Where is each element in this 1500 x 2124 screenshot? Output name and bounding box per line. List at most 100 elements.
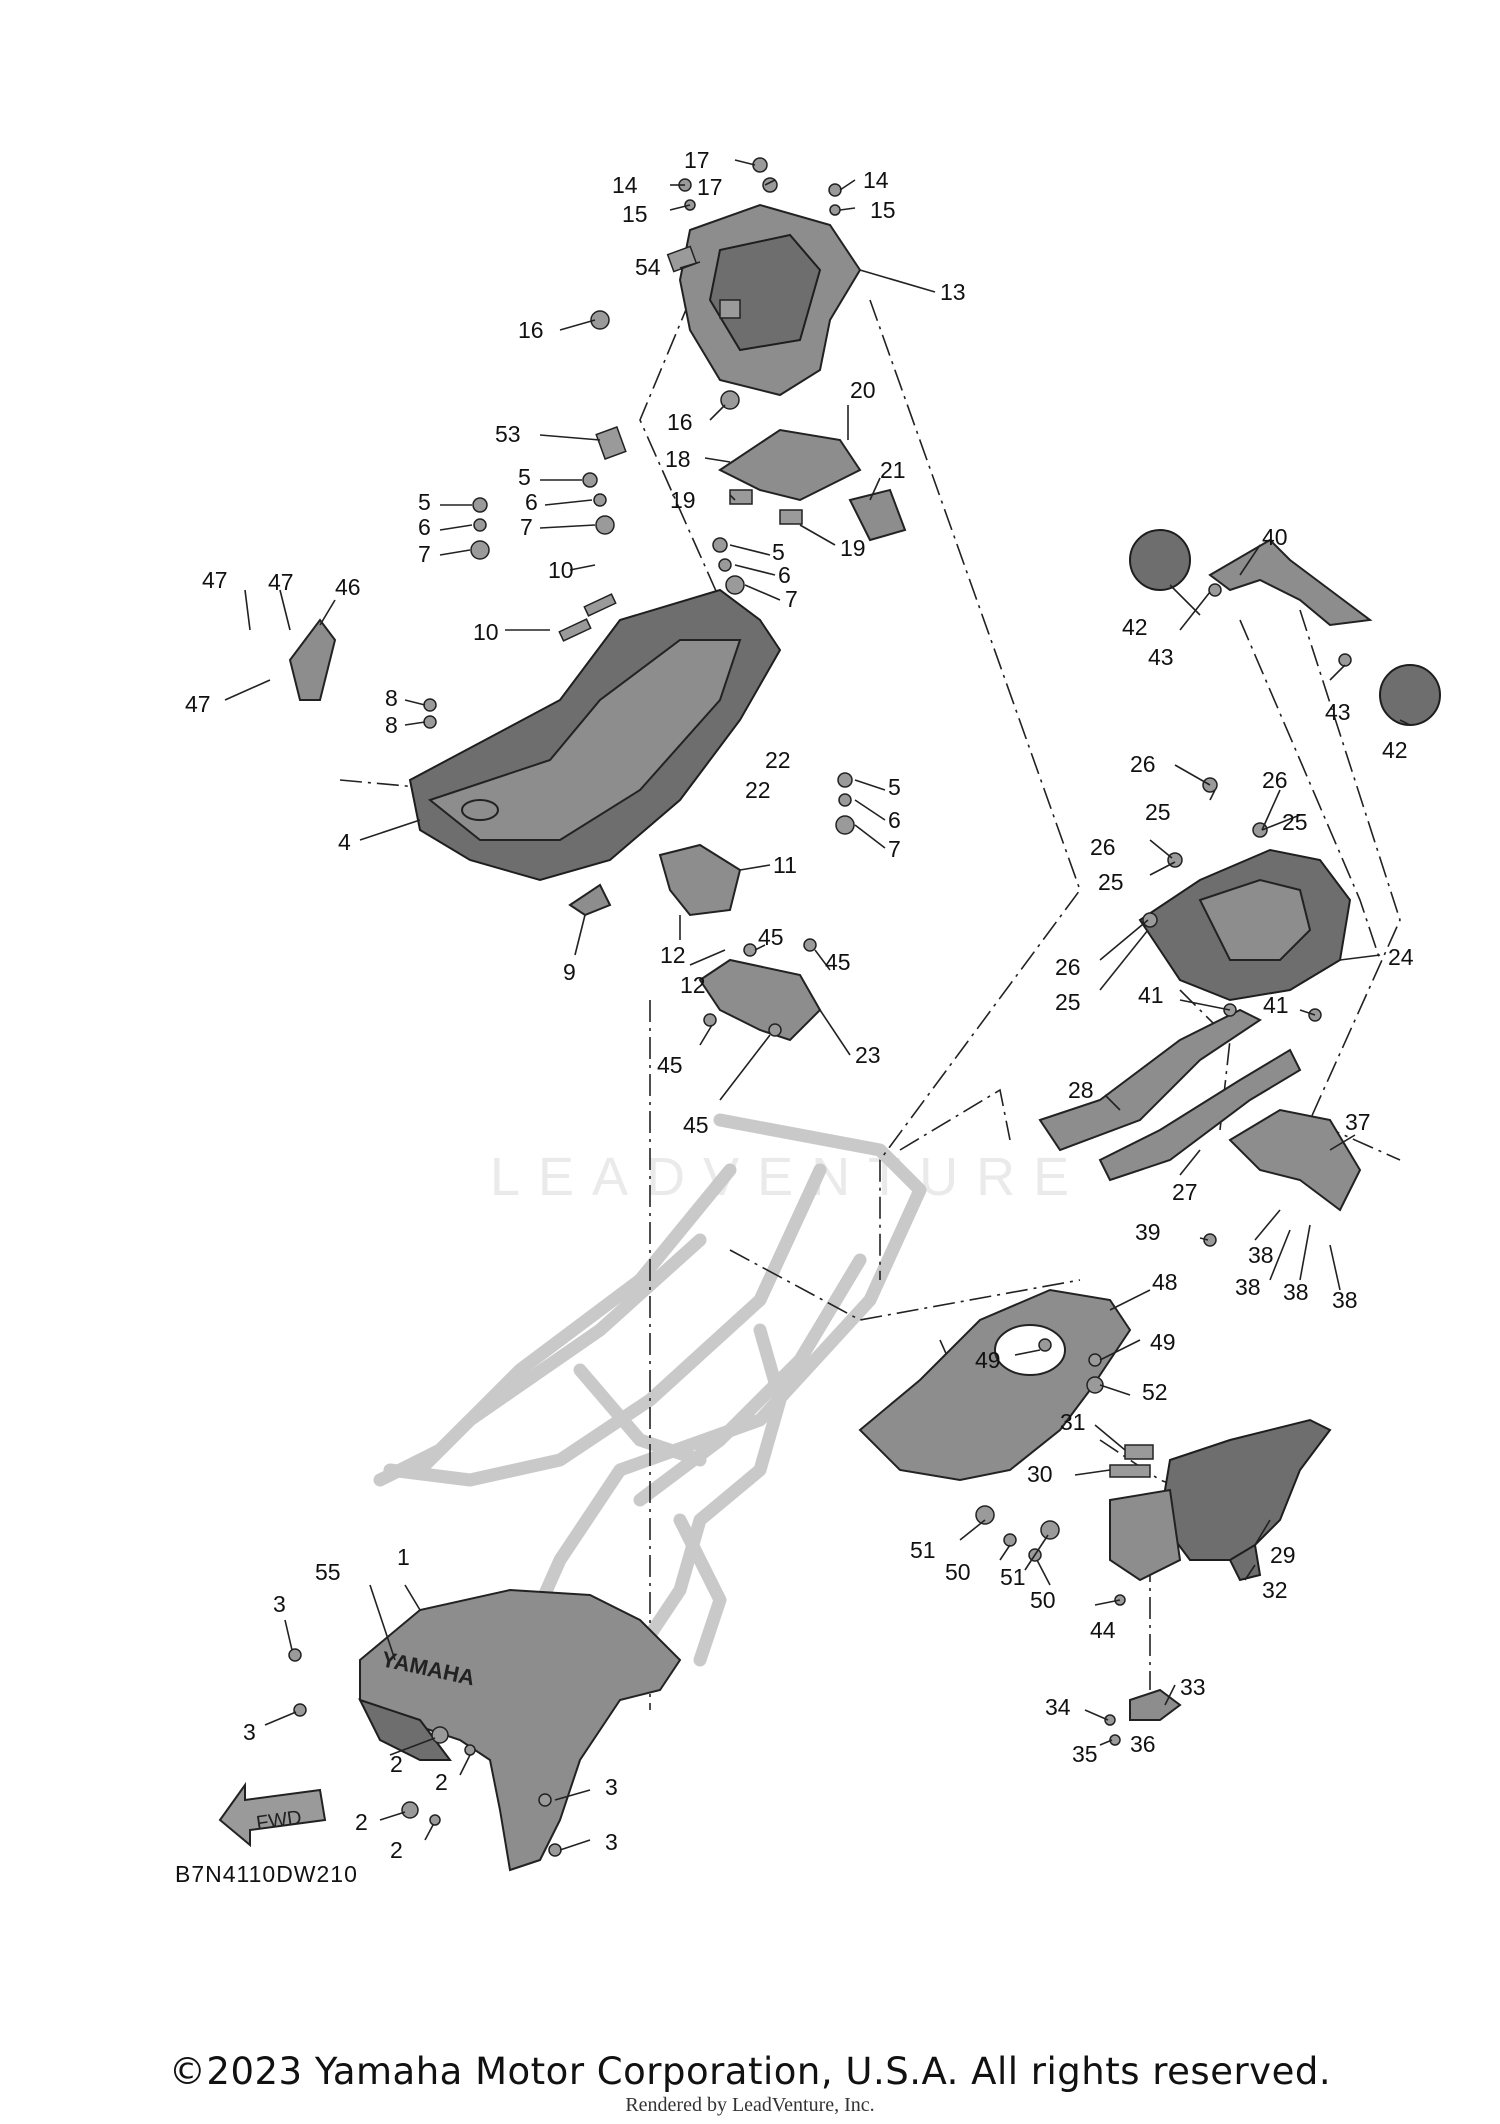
callout-3: 3: [273, 1591, 286, 1617]
callout-17: 17: [684, 147, 710, 173]
callout-20: 20: [850, 377, 876, 403]
part-29-rear-fender: [1109, 1418, 1332, 1582]
fasteners: [288, 157, 1352, 1857]
callout-5: 5: [418, 489, 431, 515]
callout-49: 49: [1150, 1329, 1176, 1355]
callout-5: 5: [888, 774, 901, 800]
watermark: LEADVENTURE: [490, 1147, 1087, 1207]
callout-41: 41: [1263, 992, 1289, 1018]
callout-45: 45: [657, 1052, 683, 1078]
callout-45: 45: [825, 949, 851, 975]
callout-45: 45: [683, 1112, 709, 1138]
part-18-plate: [718, 428, 862, 525]
callout-38: 38: [1248, 1242, 1274, 1268]
callout-11: 11: [773, 852, 797, 878]
callout-55: 55: [315, 1559, 341, 1585]
callout-25: 25: [1098, 869, 1124, 895]
callout-38: 38: [1332, 1287, 1358, 1313]
callout-7: 7: [888, 836, 901, 862]
callout-47: 47: [268, 569, 294, 595]
callout-7: 7: [520, 514, 533, 540]
callout-28: 28: [1068, 1077, 1094, 1103]
callout-38: 38: [1283, 1279, 1309, 1305]
callout-44: 44: [1090, 1617, 1116, 1643]
callout-13: 13: [940, 279, 966, 305]
callout-14: 14: [863, 167, 889, 193]
callout-3: 3: [605, 1774, 618, 1800]
callout-50: 50: [945, 1559, 971, 1585]
callout-22: 22: [745, 777, 771, 803]
callout-4: 4: [338, 829, 351, 855]
callout-5: 5: [772, 539, 785, 565]
part-13-upper-bracket: [678, 203, 862, 397]
callout-6: 6: [778, 562, 791, 588]
part-1-front-fender: YAMAHA: [358, 1588, 682, 1872]
callout-47: 47: [185, 691, 211, 717]
callout-52: 52: [1142, 1379, 1168, 1405]
callout-26: 26: [1090, 834, 1116, 860]
diagram-code: B7N4110DW210: [175, 1861, 358, 1887]
rendered-by-credit: Rendered by LeadVenture, Inc.: [625, 2094, 875, 2116]
callout-15: 15: [622, 201, 648, 227]
part-48-under-tray: [858, 1288, 1132, 1482]
callout-3: 3: [605, 1829, 618, 1855]
callout-25: 25: [1282, 809, 1308, 835]
callout-30: 30: [1027, 1461, 1053, 1487]
callout-39: 39: [1135, 1219, 1161, 1245]
callout-12: 12: [660, 942, 686, 968]
part-24-rear-cover: [1138, 848, 1352, 1002]
callout-16: 16: [518, 317, 544, 343]
callout-45: 45: [758, 924, 784, 950]
callout-31: 31: [1060, 1409, 1086, 1435]
copyright-notice: ©2023 Yamaha Motor Corporation, U.S.A. A…: [168, 2050, 1332, 2093]
callout-40: 40: [1262, 524, 1288, 550]
callout-2: 2: [390, 1751, 403, 1777]
part-46-bracket: [288, 618, 337, 701]
callout-6: 6: [888, 807, 901, 833]
callout-25: 25: [1145, 799, 1171, 825]
part-9-bracket: [568, 883, 612, 917]
callout-19: 19: [840, 535, 866, 561]
callout-53: 53: [495, 421, 521, 447]
callout-10: 10: [548, 557, 574, 583]
part-23-bracket: [698, 958, 822, 1042]
callout-41: 41: [1138, 982, 1164, 1008]
callout-42: 42: [1122, 614, 1148, 640]
callout-1: 1: [397, 1544, 410, 1570]
callout-18: 18: [665, 446, 691, 472]
callout-27: 27: [1172, 1179, 1198, 1205]
callout-50: 50: [1030, 1587, 1056, 1613]
callout-43: 43: [1148, 644, 1174, 670]
part-21-bracket: [848, 488, 907, 542]
callout-33: 33: [1180, 1674, 1206, 1700]
callout-32: 32: [1262, 1577, 1288, 1603]
callout-8: 8: [385, 712, 398, 738]
callout-24: 24: [1388, 944, 1414, 970]
callout-10: 10: [473, 619, 499, 645]
callout-8: 8: [385, 685, 398, 711]
part-28-rail: [1038, 1008, 1262, 1152]
callout-16: 16: [667, 409, 693, 435]
callout-labels: 1 2 2 2 2 3 3 3 3 4 5 5 5 5 6 6 6 6 7 7 …: [185, 147, 1414, 1863]
part-32-reflector: [1228, 1543, 1262, 1582]
callout-23: 23: [855, 1042, 881, 1068]
callout-22: 22: [765, 747, 791, 773]
callout-12: 12: [680, 972, 706, 998]
callout-7: 7: [418, 541, 431, 567]
callout-7: 7: [785, 586, 798, 612]
callout-36: 36: [1130, 1731, 1156, 1757]
callout-6: 6: [418, 514, 431, 540]
callout-35: 35: [1072, 1741, 1098, 1767]
callout-51: 51: [1000, 1564, 1026, 1590]
callout-3: 3: [243, 1719, 256, 1745]
callout-54: 54: [635, 254, 661, 280]
callout-25: 25: [1055, 989, 1081, 1015]
part-33-lower-bracket: [1129, 1688, 1182, 1721]
callout-2: 2: [390, 1837, 403, 1863]
frame-ghost: [373, 1113, 927, 1667]
callout-26: 26: [1262, 767, 1288, 793]
callout-5: 5: [518, 464, 531, 490]
callout-38: 38: [1235, 1274, 1261, 1300]
callout-26: 26: [1055, 954, 1081, 980]
